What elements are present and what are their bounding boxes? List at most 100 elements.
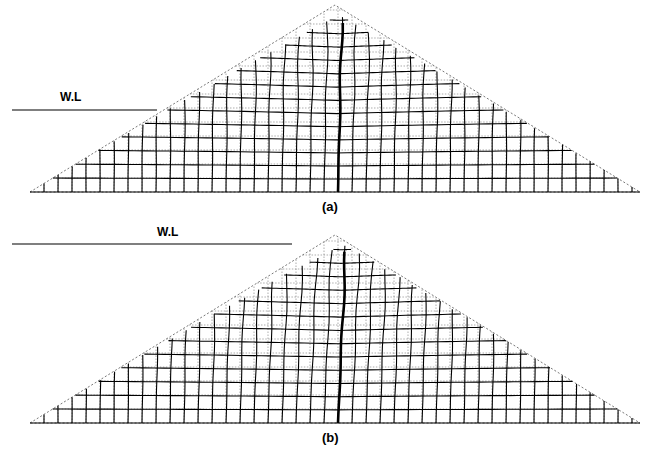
deformed-mesh-line [285,45,392,47]
deformed-mesh-line [121,368,550,371]
deformed-mesh-line [307,32,368,33]
deformed-mesh-line [239,301,440,304]
deformed-mesh-line [237,71,436,74]
deformed-mesh-line [631,418,632,423]
undeformed-mesh-line [236,66,435,67]
undeformed-mesh-line [325,241,344,242]
deformed-mesh-line [352,25,356,192]
core-line [338,23,343,192]
undeformed-mesh-line [114,371,115,423]
deformed-mesh-line [422,64,425,192]
deformed-mesh-line [113,141,114,192]
deformed-mesh-line [76,395,595,397]
undeformed-mesh-line [632,187,633,192]
undeformed-mesh-line [86,158,87,192]
deformed-mesh-line [99,381,573,383]
deformed-mesh-line [168,341,505,344]
deformed-mesh-line [57,175,58,192]
deformed-mesh-line [170,338,172,423]
deformed-mesh-line [561,375,562,423]
deformed-mesh-line [333,249,351,250]
deformed-mesh-line [533,128,535,192]
deformed-mesh-line [240,298,245,423]
undeformed-mesh-line [100,380,101,423]
undeformed-mesh-line [324,242,325,423]
deformed-mesh-line [352,253,360,423]
deformed-mesh-line [631,187,632,192]
undeformed-mesh-line [167,108,503,109]
undeformed-mesh-line [304,24,366,25]
undeformed-mesh-line [114,140,115,192]
undeformed-mesh-line [282,268,283,423]
undeformed-mesh-line [86,388,87,423]
undeformed-mesh-line [280,269,390,270]
deformed-mesh-line [380,40,384,192]
deformed-mesh-line [561,145,563,192]
deformed-mesh-line [519,120,521,192]
deformed-mesh-line [198,322,200,423]
undeformed-mesh-line [520,349,521,423]
undeformed-mesh-line [366,254,367,423]
deformed-mesh-line [282,274,287,423]
deformed-mesh-line [617,409,618,423]
undeformed-mesh-line [128,363,129,423]
deformed-mesh-line [191,97,481,101]
undeformed-mesh-line [58,175,59,192]
undeformed-mesh-line [327,10,343,11]
undeformed-mesh-line [562,375,563,423]
deformed-mesh-line [519,350,521,423]
undeformed-mesh-line [632,418,633,423]
undeformed-mesh-line [142,354,143,423]
deformed-mesh-line [296,37,299,192]
deformed-mesh-line [310,258,318,423]
deformed-mesh-line [85,158,86,192]
undeformed-mesh-line [128,132,129,192]
deformed-mesh-line [198,92,200,192]
panel-label: (b) [322,431,339,445]
undeformed-mesh-line [520,118,521,192]
undeformed-mesh-line [190,94,480,95]
deformed-mesh-line [156,347,158,423]
deformed-mesh-line [268,52,271,192]
deformed-mesh-line [76,164,595,166]
deformed-mesh-line [254,290,259,423]
deformed-mesh-line [99,150,100,192]
undeformed-mesh-line [604,401,605,423]
undeformed-mesh-line [184,98,185,192]
deformed-mesh-line [366,261,373,423]
undeformed-mesh-line [303,255,368,256]
undeformed-mesh-line [576,153,577,192]
deformed-mesh-line [71,397,72,423]
undeformed-outline [30,5,640,192]
deformed-mesh-line [603,401,604,423]
undeformed-mesh-line [562,144,563,192]
undeformed-mesh-line [72,166,73,192]
deformed-mesh-line [380,269,385,423]
base-line [30,423,640,424]
undeformed-mesh-line [53,409,618,410]
water-level-line [12,243,292,244]
undeformed-mesh-line [548,366,549,423]
deformed-mesh-line [408,56,411,192]
undeformed-mesh-line [258,52,411,53]
deformed-mesh-line [141,355,143,423]
deformed-mesh-line [214,314,461,317]
deformed-mesh-line [127,363,129,423]
deformed-mesh-line [330,19,348,20]
undeformed-mesh-line [618,179,619,192]
undeformed-mesh-line [72,397,73,423]
deformed-mesh-line [226,306,230,423]
deformed-mesh-line [478,326,480,423]
deformed-mesh-line [260,58,414,61]
undeformed-mesh-line [44,183,45,192]
deformed-mesh-line [262,288,417,290]
undeformed-mesh-line [144,353,527,354]
deformed-mesh-line [167,110,503,114]
deformed-mesh-line [141,125,143,192]
deformed-mesh-line [71,166,72,192]
deformed-mesh-line [464,317,467,423]
deformed-mesh-line [254,60,256,192]
deformed-mesh-line [226,76,228,192]
water-level-line [12,109,157,110]
